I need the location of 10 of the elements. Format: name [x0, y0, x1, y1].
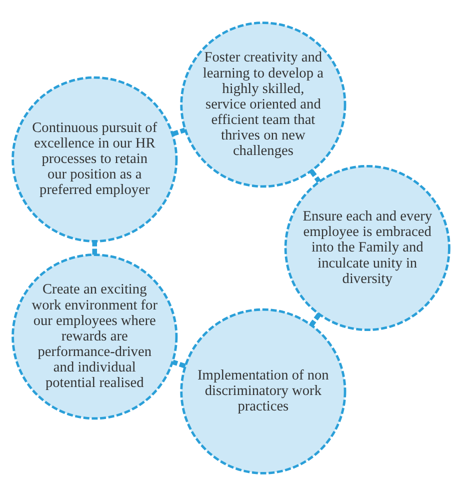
connector	[172, 127, 186, 136]
connector	[92, 241, 98, 254]
node-circle: Continuous pursuit of excellence in our HR processes to retain our position as a preferred employer	[12, 76, 178, 242]
node-circle: Foster creativity and learning to develop a highly skilled, service oriented and efficient team that thrives on new challenges	[180, 21, 346, 188]
node-circle: Implementation of non discriminatory work practices	[180, 308, 346, 474]
connector	[309, 168, 321, 182]
connector	[310, 312, 322, 326]
node-circle: Ensure each and every employee is embraced into the Family and inculcate unity in diversity	[284, 164, 450, 331]
node-circle: Create an exciting work environment for our employees where rewards are performance-driven and individual potential realised	[12, 253, 178, 420]
connector	[172, 359, 186, 368]
